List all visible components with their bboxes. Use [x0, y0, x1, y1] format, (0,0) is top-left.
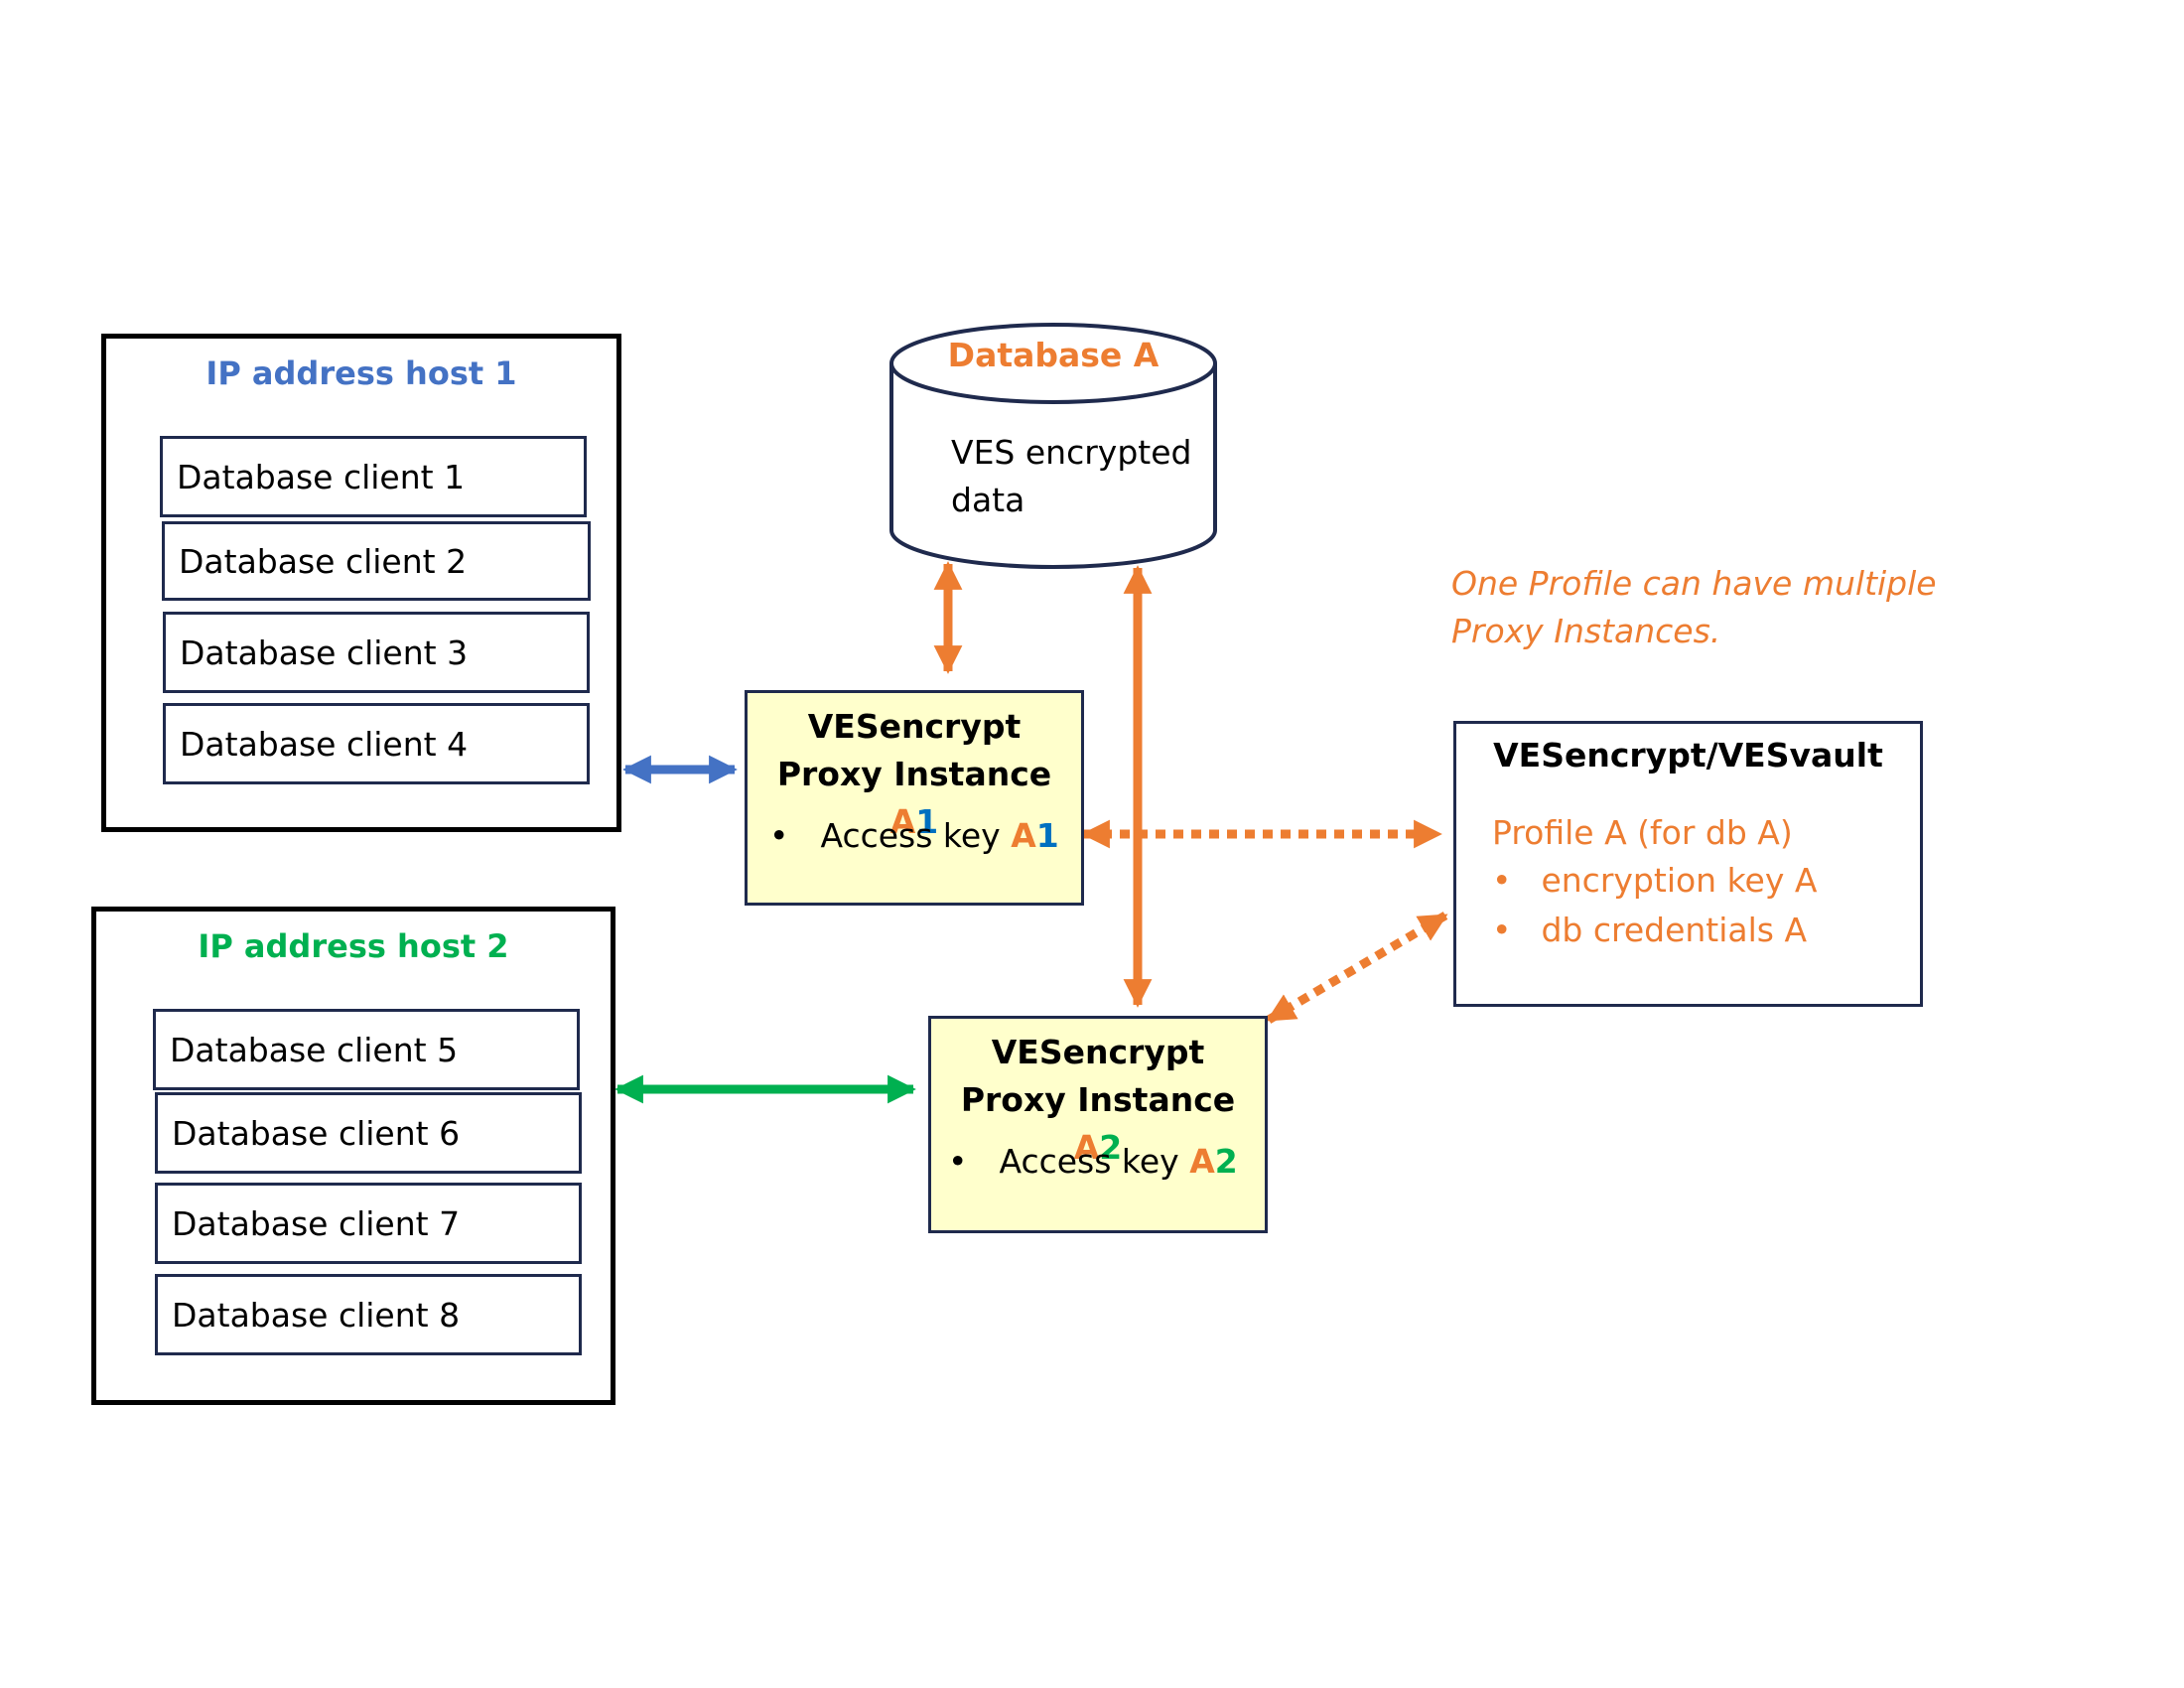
proxy-a1-title-text: Proxy Instance — [776, 755, 1052, 793]
arrow-proxy2-vault — [1266, 912, 1448, 1024]
vault-item-1-text: encryption key A — [1541, 861, 1818, 900]
proxy-a2-key-letter: A — [1189, 1142, 1215, 1181]
proxy-a1-key-number: 1 — [1035, 816, 1059, 855]
proxy-a1-access-key: • Access key A1 — [769, 816, 1059, 855]
database-cylinder — [889, 323, 1217, 569]
proxy-a1-title-line1: VESencrypt — [807, 707, 1022, 746]
vault-item-db-credentials: • db credentials A — [1492, 911, 1807, 949]
database-client-6: Database client 6 — [155, 1092, 582, 1174]
proxy-a1-title: VESencrypt Proxy Instance A1 — [748, 703, 1081, 846]
proxy-a2-key-number: 2 — [1214, 1142, 1238, 1181]
database-client-8: Database client 8 — [155, 1274, 582, 1355]
proxy-a2-title-line2: Proxy Instance A2 — [931, 1076, 1265, 1172]
proxy-a2-bullet: • — [948, 1142, 968, 1181]
proxy-a1-id-number: 1 — [915, 802, 939, 841]
proxy-a2-id-number: 2 — [1099, 1128, 1123, 1167]
database-client-7: Database client 7 — [155, 1183, 582, 1264]
proxy-a2-title-line1: VESencrypt — [991, 1033, 1205, 1071]
vault-bullet-1: • — [1492, 861, 1512, 900]
database-title: Database A — [947, 336, 1160, 374]
profile-note-line1: One Profile can have multiple — [1451, 564, 1937, 603]
database-client-5: Database client 5 — [153, 1009, 580, 1090]
proxy-a1-id-letter: A — [889, 802, 916, 841]
proxy-a2-title: VESencrypt Proxy Instance A2 — [931, 1029, 1265, 1172]
database-client-4: Database client 4 — [163, 703, 590, 784]
host1-title: IP address host 1 — [205, 354, 517, 392]
vault-item-2-text: db credentials A — [1541, 911, 1808, 949]
proxy-a1-title-line2: Proxy Instance A1 — [748, 751, 1081, 846]
host2-box: IP address host 2 Database client 5 Data… — [91, 907, 615, 1405]
vault-box: VESencrypt/VESvault Profile A (for db A)… — [1453, 721, 1923, 1007]
database-client-2: Database client 2 — [162, 521, 591, 601]
proxy-a1-key-letter: A — [1011, 816, 1036, 855]
database-client-1: Database client 1 — [160, 436, 587, 517]
proxy-a1-key-label: Access key — [820, 816, 1001, 855]
proxy-a2-key-label: Access key — [999, 1142, 1179, 1181]
proxy-a2-title-text: Proxy Instance — [960, 1080, 1236, 1119]
vault-title: VESencrypt/VESvault — [1493, 736, 1883, 774]
database-body-line1: VES encrypted — [951, 433, 1192, 472]
proxy-instance-a1: VESencrypt Proxy Instance A1 •Access key… — [745, 690, 1084, 906]
host1-box: IP address host 1 Database client 1 Data… — [101, 334, 621, 832]
proxy-a1-bullet: • — [769, 816, 789, 855]
proxy-a2-access-key: • Access key A2 — [948, 1142, 1238, 1181]
proxy-a2-id-letter: A — [1073, 1128, 1100, 1167]
proxy-instance-a2: VESencrypt Proxy Instance A2 •Access key… — [928, 1016, 1268, 1233]
database-client-3: Database client 3 — [163, 612, 590, 693]
host2-title: IP address host 2 — [198, 927, 509, 965]
vault-profile: Profile A (for db A) — [1492, 813, 1793, 852]
vault-item-encryption-key: • encryption key A — [1492, 861, 1817, 900]
profile-note-line2: Proxy Instances. — [1451, 612, 1721, 650]
profile-note: One Profile can have multiple Proxy Inst… — [1451, 560, 1937, 655]
database-body-line2: data — [951, 481, 1025, 519]
vault-bullet-2: • — [1492, 911, 1512, 949]
